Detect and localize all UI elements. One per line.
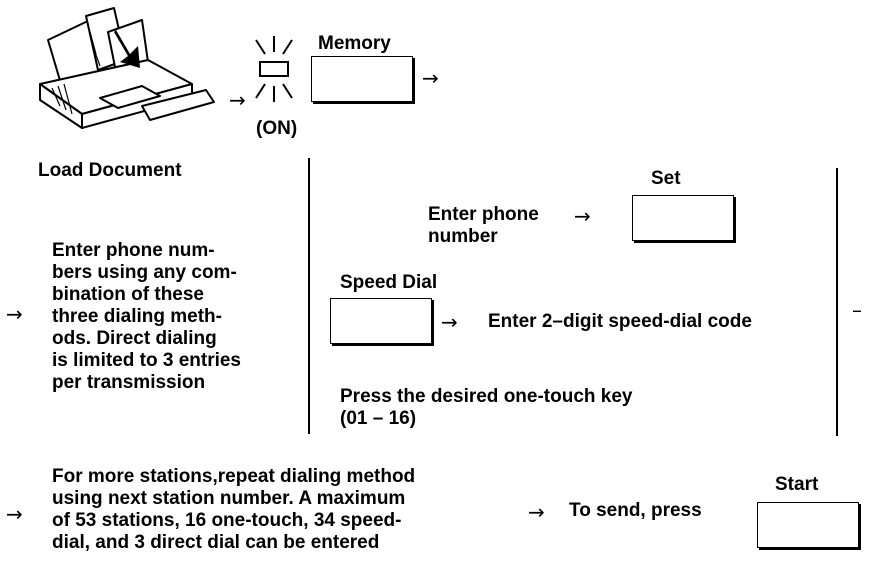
flow-arrow: → [6,302,23,326]
start-key-label: Start [775,474,819,495]
load-document-label: Load Document [38,160,182,181]
set-key-label: Set [651,168,681,189]
flow-arrow: → [229,88,246,112]
speed-dial-key-label: Speed Dial [340,272,438,293]
memory-key-label: Memory [318,33,391,54]
flow-dash: – [852,298,862,322]
flow-arrow: → [528,500,545,524]
direct-dial-text: Enter phone number [428,204,539,247]
fax-machine-illustration [30,6,220,134]
start-key[interactable] [757,502,859,548]
speed-dial-key[interactable] [330,298,432,344]
memory-indicator-light-icon [250,34,298,112]
send-text: To send, press [569,500,702,521]
on-label: (ON) [256,118,298,139]
bracket-left [308,158,310,434]
flow-arrow: → [6,502,23,526]
more-stations-description: For more stations,repeat dialing method … [52,466,416,553]
flow-arrow: → [422,66,439,90]
set-key[interactable] [632,195,734,241]
flow-arrow: → [574,204,591,228]
speed-dial-text: Enter 2–digit speed-dial code [488,311,752,332]
flow-arrow: → [441,310,458,334]
memory-key[interactable] [311,56,413,102]
one-touch-text: Press the desired one-touch key (01 – 16… [340,386,633,429]
bracket-right [836,168,838,436]
dialing-methods-description: Enter phone num- bers using any com- bin… [52,240,241,393]
